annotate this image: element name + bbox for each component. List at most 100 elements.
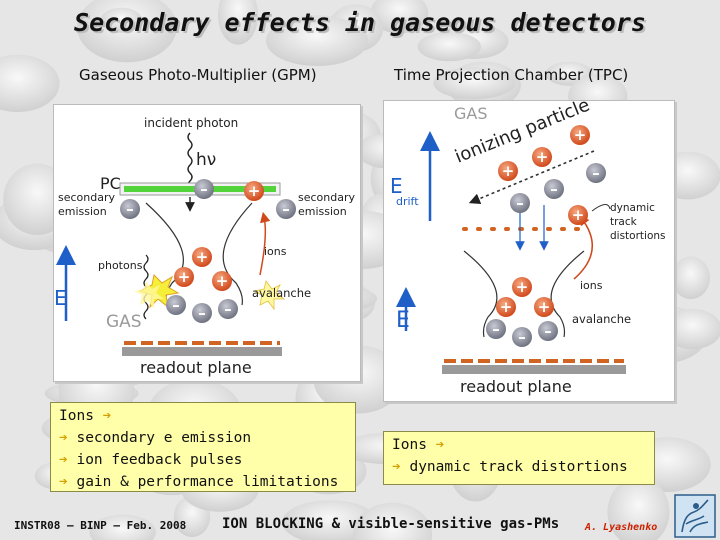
gpm-note-line1: Ions ➔ — [59, 408, 112, 424]
background-blob — [370, 0, 429, 34]
right-arrow-icon: ➔ — [59, 452, 68, 468]
e-field-label: E — [396, 308, 410, 333]
plus-charge-icon: + — [568, 205, 588, 225]
minus-charge-icon: – — [538, 321, 558, 341]
background-blob — [433, 67, 516, 100]
minus-charge-icon: – — [586, 163, 606, 183]
background-blob — [663, 308, 720, 350]
slide-title: Secondary effects in gaseous detectors — [74, 8, 646, 37]
ions-label: ions — [264, 245, 287, 258]
svg-text:+: + — [538, 298, 551, 316]
svg-text:+: + — [500, 298, 513, 316]
plus-charge-icon: – — [194, 179, 214, 199]
avalanche-label: avalanche — [252, 286, 311, 300]
incident-photon-label: incident photon — [144, 116, 238, 130]
tpc-note-line1: Ions ➔ — [392, 437, 445, 453]
ions-arrow — [573, 214, 594, 280]
plus-charge-icon: + — [498, 161, 518, 181]
minus-charge-icon: – — [512, 327, 532, 347]
gpm-note-line3: ➔ ion feedback pulses — [59, 452, 243, 468]
svg-text:+: + — [574, 126, 587, 144]
secondary-emission-right-line2: emission — [298, 205, 347, 218]
gpm-diagram: incident photon hν PC secondary emission… — [53, 104, 361, 382]
logo-icon — [674, 494, 716, 538]
right-arrow-icon: ➔ — [392, 459, 401, 475]
svg-text:–: – — [200, 180, 208, 198]
svg-text:+: + — [196, 248, 209, 266]
secondary-emission-right-line1: secondary — [298, 191, 355, 204]
svg-text:–: – — [518, 328, 526, 346]
svg-text:–: – — [544, 322, 552, 340]
readout-plane-bar — [442, 365, 626, 374]
plus-charge-icon: + — [534, 297, 554, 317]
right-arrow-icon: ➔ — [59, 430, 68, 446]
e-drift-label: E — [390, 174, 403, 198]
right-arrow-icon: ➔ — [435, 437, 445, 453]
svg-text:–: – — [550, 180, 558, 198]
background-blob — [417, 31, 481, 62]
gpm-diagram-svg: incident photon hν PC secondary emission… — [54, 116, 355, 377]
readout-plane-label: readout plane — [140, 358, 252, 377]
plus-charge-icon: + — [212, 271, 232, 291]
background-blob — [89, 514, 156, 540]
distortion-pointer — [591, 204, 611, 212]
dynamic-track-distortions-line2: track — [610, 216, 638, 228]
gpm-heading: Gaseous Photo-Multiplier (GPM) — [79, 66, 317, 84]
ions-arrow — [259, 211, 271, 276]
svg-text:+: + — [536, 148, 549, 166]
svg-text:–: – — [126, 200, 134, 218]
footer-center: ION BLOCKING & visible-sensitive gas-PMs — [222, 516, 560, 532]
drift-label: drift — [396, 195, 419, 208]
tpc-note: Ions ➔ ➔ dynamic track distortions — [383, 431, 655, 485]
hnu-label: hν — [196, 150, 216, 170]
svg-text:–: – — [516, 194, 524, 212]
background-blob — [0, 54, 60, 113]
plus-charge-icon: + — [570, 125, 590, 145]
gas-label: GAS — [454, 104, 488, 123]
right-arrow-icon: ➔ — [59, 474, 68, 490]
plus-charge-icon: + — [512, 277, 532, 297]
minus-charge-icon: – — [192, 303, 212, 323]
svg-text:+: + — [248, 182, 261, 200]
right-arrow-icon: ➔ — [102, 408, 112, 424]
background-blob — [217, 0, 259, 45]
plus-charge-icon: + — [496, 297, 516, 317]
gpm-note-line4: ➔ gain & performance limitations — [59, 474, 339, 490]
tpc-diagram-svg: GAS ionizing particle E drift dynamic tr… — [384, 94, 674, 401]
photons-label: photons — [98, 259, 143, 272]
footer-author: A. Lyashenko — [585, 522, 658, 533]
gpm-note-line2: ➔ secondary e emission — [59, 430, 252, 446]
tpc-heading: Time Projection Chamber (TPC) — [394, 66, 629, 84]
svg-text:+: + — [516, 278, 529, 296]
background-blob — [607, 477, 670, 540]
photon-flash-right — [252, 280, 286, 311]
dynamic-track-distortions-line1: dynamic — [610, 202, 655, 214]
svg-text:+: + — [502, 162, 515, 180]
background-blob — [100, 7, 143, 33]
pc-label: PC — [100, 174, 121, 193]
background-blob — [671, 256, 710, 300]
gas-label: GAS — [106, 312, 142, 332]
minus-charge-icon: – — [276, 199, 296, 219]
plus-charge-icon: + — [174, 267, 194, 287]
svg-text:–: – — [172, 296, 180, 314]
particle-track — [468, 150, 595, 205]
minus-charge-icon: – — [486, 319, 506, 339]
svg-text:–: – — [492, 320, 500, 338]
secondary-emission-left-line2: emission — [58, 205, 107, 218]
gpm-note: Ions ➔ ➔ secondary e emission ➔ ion feed… — [50, 402, 356, 492]
photon-flash-left-glow — [134, 281, 164, 309]
footer-conference: INSTR08 – BINP – Feb. 2008 — [14, 519, 187, 532]
incident-photon-wave — [187, 132, 193, 190]
svg-text:–: – — [198, 304, 206, 322]
minus-charge-icon: – — [544, 179, 564, 199]
secondary-emission-left-line1: secondary — [58, 191, 115, 204]
plus-charge-icon: + — [244, 181, 264, 201]
svg-text:+: + — [178, 268, 191, 286]
plus-charge-icon: + — [532, 147, 552, 167]
avalanche-label: avalanche — [572, 312, 631, 326]
svg-text:–: – — [282, 200, 290, 218]
minus-charge-icon: – — [166, 295, 186, 315]
minus-charge-icon: – — [120, 199, 140, 219]
tpc-diagram: GAS ionizing particle E drift dynamic tr… — [383, 94, 675, 402]
